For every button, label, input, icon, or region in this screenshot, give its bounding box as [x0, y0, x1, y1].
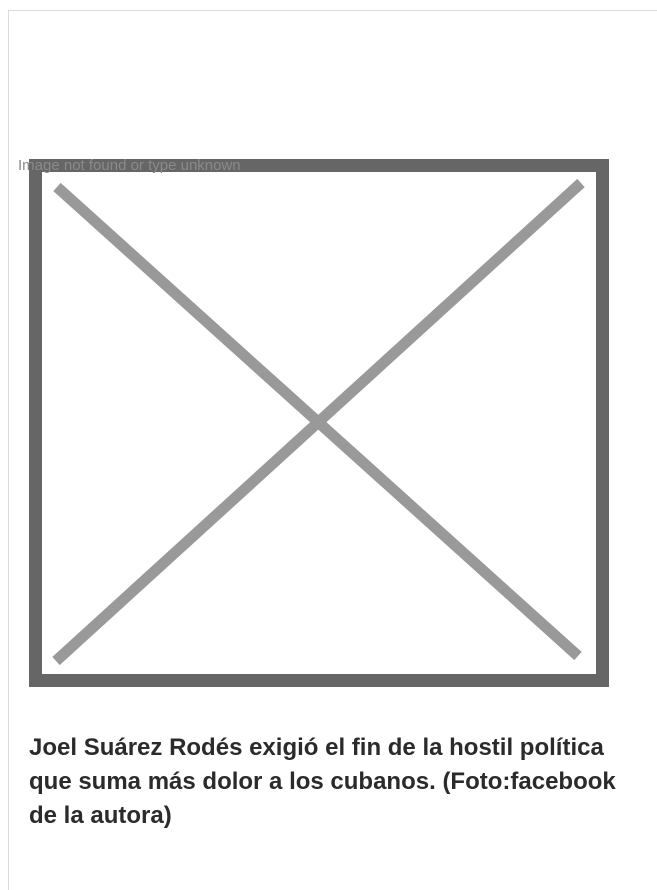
article-card [8, 10, 657, 890]
placeholder-cross-line [52, 178, 585, 666]
broken-image-icon [29, 159, 609, 687]
image-alt-text: Image not found or type unknown [18, 157, 241, 174]
image-caption: Joel Suárez Rodés exigió el fin de la ho… [29, 734, 616, 829]
placeholder-frame [29, 159, 609, 687]
